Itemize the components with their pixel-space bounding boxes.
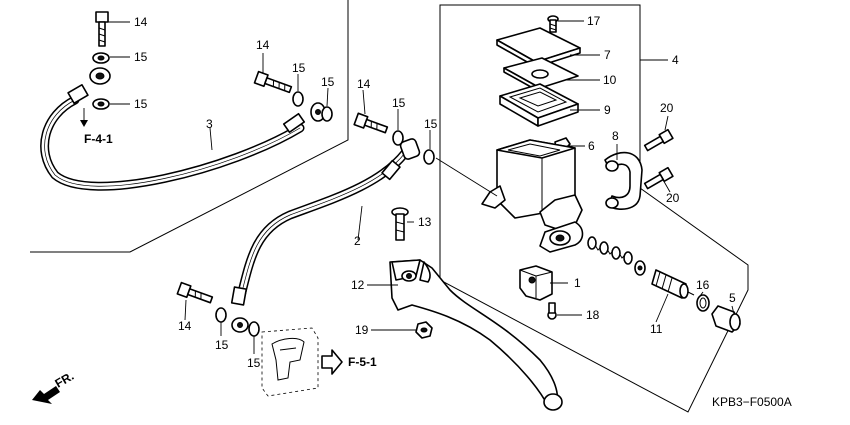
banjo-bolt-lower bbox=[176, 281, 214, 304]
callout-11-piston-set: 11 bbox=[650, 322, 663, 336]
callout-3-hose: 3 bbox=[206, 117, 213, 131]
holder-bolt-upper bbox=[643, 128, 674, 152]
washer-hole bbox=[97, 55, 105, 61]
brake-hose-lower bbox=[230, 138, 421, 333]
callout-labels: 14 15 15 3 14 15 15 14 15 15 2 13 12 19 … bbox=[134, 14, 736, 370]
reference-label-f41: F-4-1 bbox=[84, 132, 113, 146]
reservoir-diaphragm bbox=[499, 83, 579, 127]
snap-ring bbox=[696, 294, 710, 312]
callout-10-plate: 10 bbox=[603, 73, 617, 87]
sealing-washer-lower-a bbox=[215, 307, 227, 323]
hose-banjo-fitting-upper bbox=[89, 67, 111, 85]
piston-spring bbox=[587, 236, 633, 265]
sealing-washer-right-b bbox=[423, 149, 435, 165]
lever-pivot-nut bbox=[415, 321, 433, 339]
callout-15-right-b: 15 bbox=[424, 117, 438, 131]
callout-4-master-cylinder: 4 bbox=[672, 53, 679, 67]
callout-14-mid: 14 bbox=[256, 38, 270, 52]
callout-5-boot: 5 bbox=[729, 291, 736, 305]
holder-bolt-lower bbox=[643, 166, 674, 190]
cap-screw bbox=[547, 15, 559, 33]
brake-lever bbox=[389, 259, 563, 411]
master-cylinder-holder bbox=[604, 151, 643, 210]
primary-cup bbox=[634, 260, 646, 276]
callout-12-lever: 12 bbox=[351, 278, 365, 292]
front-direction-arrow bbox=[32, 386, 60, 404]
sealing-washer-mid-b bbox=[321, 106, 333, 122]
callout-14-right: 14 bbox=[357, 77, 371, 91]
callout-16-ring: 16 bbox=[696, 278, 710, 292]
reference-label-f51: F-5-1 bbox=[348, 355, 377, 369]
leader-lines bbox=[108, 20, 735, 354]
callout-1-switch: 1 bbox=[574, 276, 581, 290]
banjo-bolt-mid bbox=[253, 70, 293, 94]
callout-7-cap: 7 bbox=[604, 48, 611, 62]
callout-19-nut: 19 bbox=[355, 323, 369, 337]
callout-9-diaphragm: 9 bbox=[604, 103, 611, 117]
callout-15-lower-b: 15 bbox=[247, 356, 261, 370]
master-cylinder-section-frame bbox=[439, 4, 749, 413]
callout-6-clip: 6 bbox=[588, 139, 595, 153]
callout-2-hose: 2 bbox=[354, 234, 361, 248]
callout-15-mid-a: 15 bbox=[292, 61, 306, 75]
callout-15-lower-a: 15 bbox=[215, 338, 229, 352]
reference-arrow-f51 bbox=[321, 349, 343, 375]
callout-20-lower: 20 bbox=[666, 191, 680, 205]
washer-hole bbox=[97, 101, 105, 107]
piston-boot bbox=[711, 305, 741, 333]
callout-14-lower: 14 bbox=[178, 319, 192, 333]
reference-box-f51 bbox=[261, 327, 319, 397]
callout-15-right-a: 15 bbox=[392, 96, 406, 110]
drawing-code: KPB3−F0500A bbox=[712, 395, 792, 409]
master-cylinder-body bbox=[481, 139, 584, 253]
brake-light-switch bbox=[519, 265, 553, 301]
callout-15-top: 15 bbox=[134, 50, 148, 64]
callout-18-screw: 18 bbox=[586, 308, 600, 322]
hose-to-body-line bbox=[435, 157, 498, 197]
master-piston bbox=[651, 269, 695, 299]
callout-20-upper: 20 bbox=[660, 101, 674, 115]
arrow-head bbox=[80, 120, 88, 127]
banjo-bolt-right bbox=[353, 112, 389, 134]
upper-section-frame bbox=[30, 0, 349, 253]
callout-13-pivot-bolt: 13 bbox=[418, 215, 432, 229]
callout-15-mid-b: 15 bbox=[321, 75, 335, 89]
banjo-bolt-upper bbox=[95, 11, 109, 47]
lever-pivot-bolt bbox=[391, 207, 409, 241]
callout-15-upper-left: 15 bbox=[134, 97, 148, 111]
sealing-washer-right-a bbox=[392, 130, 404, 146]
sealing-washer-mid-a bbox=[292, 91, 304, 107]
switch-screw bbox=[547, 302, 557, 320]
callout-8-holder: 8 bbox=[612, 129, 619, 143]
callout-17-screw: 17 bbox=[587, 14, 601, 28]
callout-14-top: 14 bbox=[134, 15, 148, 29]
sealing-washer-lower-b bbox=[248, 321, 260, 337]
